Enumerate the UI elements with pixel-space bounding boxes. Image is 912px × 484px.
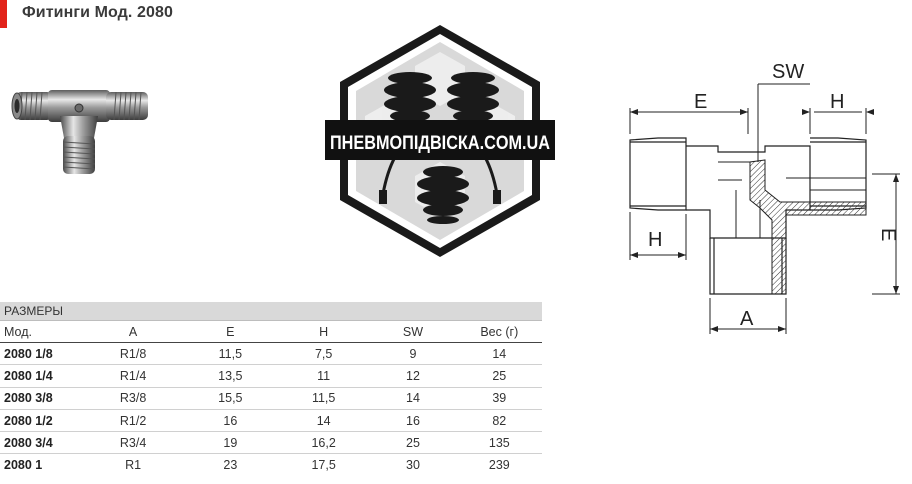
page-title: Фитинги Мод. 2080 — [22, 4, 174, 21]
cell-weight: 14 — [456, 342, 542, 366]
col-header-sw: SW — [369, 321, 457, 343]
label-e-right: E — [877, 228, 899, 241]
cell-e: 15,5 — [182, 387, 278, 410]
table-row: 2080 1 R1 23 17,5 30 239 — [0, 454, 542, 476]
dimensions-table: РАЗМЕРЫ Мод. A E H SW Вес (г) 2080 1/8 R… — [0, 302, 542, 476]
cell-weight: 135 — [456, 431, 542, 455]
cell-h: 17,5 — [311, 458, 336, 473]
col-header-h: H — [277, 321, 370, 343]
cell-h: 7,5 — [277, 342, 370, 366]
cell-sw: 9 — [369, 342, 457, 366]
cell-sw: 12 — [369, 364, 457, 388]
cell-h: 11,5 — [277, 387, 370, 410]
cell-a: R1 — [125, 458, 142, 473]
table-row: 2080 1/8 R1/8 11,5 7,5 9 14 — [0, 342, 542, 366]
cell-sw: 14 — [369, 387, 457, 410]
technical-drawing: SW E H H A E — [629, 61, 900, 334]
cell-model: 2080 3/8 — [0, 387, 84, 410]
cell-a: R3/4 — [83, 431, 183, 455]
cell-weight: 25 — [456, 364, 542, 388]
brand-logo: ПНЕВМОПІДВІСКА.COM.UA — [325, 25, 555, 257]
cell-h: 14 — [277, 409, 370, 433]
col-header-weight: Вес (г) — [456, 321, 542, 343]
cell-sw: 25 — [369, 431, 457, 455]
cell-model: 2080 1/8 — [0, 342, 84, 366]
cell-e: 19 — [182, 431, 278, 455]
cell-a: R1/2 — [83, 409, 183, 433]
col-header-a: A — [83, 321, 183, 343]
cell-e: 23 — [223, 458, 238, 473]
cell-a: R3/8 — [83, 387, 183, 410]
cell-model: 2080 1/2 — [0, 409, 84, 433]
cell-h: 16,2 — [277, 431, 370, 455]
table-row: 2080 1/4 R1/4 13,5 11 12 25 — [0, 364, 542, 388]
label-e-top: E — [694, 91, 707, 113]
table-header-row: Мод. A E H SW Вес (г) — [0, 321, 542, 343]
cell-e: 13,5 — [182, 364, 278, 388]
cell-e: 11,5 — [182, 342, 278, 366]
cell-a: R1/4 — [83, 364, 183, 388]
cell-weight: 39 — [456, 387, 542, 410]
table-caption: РАЗМЕРЫ — [0, 302, 542, 321]
label-sw: SW — [772, 61, 804, 83]
table-row: 2080 3/8 R3/8 15,5 11,5 14 39 — [0, 387, 542, 410]
logo-text: ПНЕВМОПІДВІСКА.COM.UA — [330, 132, 550, 154]
table-row: 2080 3/4 R3/4 19 16,2 25 135 — [0, 431, 542, 455]
cell-e: 16 — [182, 409, 278, 433]
cell-model: 2080 3/4 — [0, 431, 84, 455]
cell-weight: 239 — [488, 458, 510, 473]
label-a-bottom: A — [740, 308, 754, 330]
title-accent-bar — [0, 0, 7, 28]
label-h-top: H — [830, 91, 844, 113]
cell-model: 2080 1 — [4, 458, 43, 473]
cell-weight: 82 — [456, 409, 542, 433]
cell-h: 11 — [277, 364, 370, 388]
cell-model: 2080 1/4 — [0, 364, 84, 388]
label-h-left: H — [648, 229, 662, 251]
fitting-photo — [11, 90, 148, 174]
cell-a: R1/8 — [83, 342, 183, 366]
cell-sw: 16 — [369, 409, 457, 433]
col-header-mod: Мод. — [0, 321, 84, 343]
col-header-e: E — [182, 321, 278, 343]
cell-sw: 30 — [406, 458, 420, 473]
table-row: 2080 1/2 R1/2 16 14 16 82 — [0, 409, 542, 433]
